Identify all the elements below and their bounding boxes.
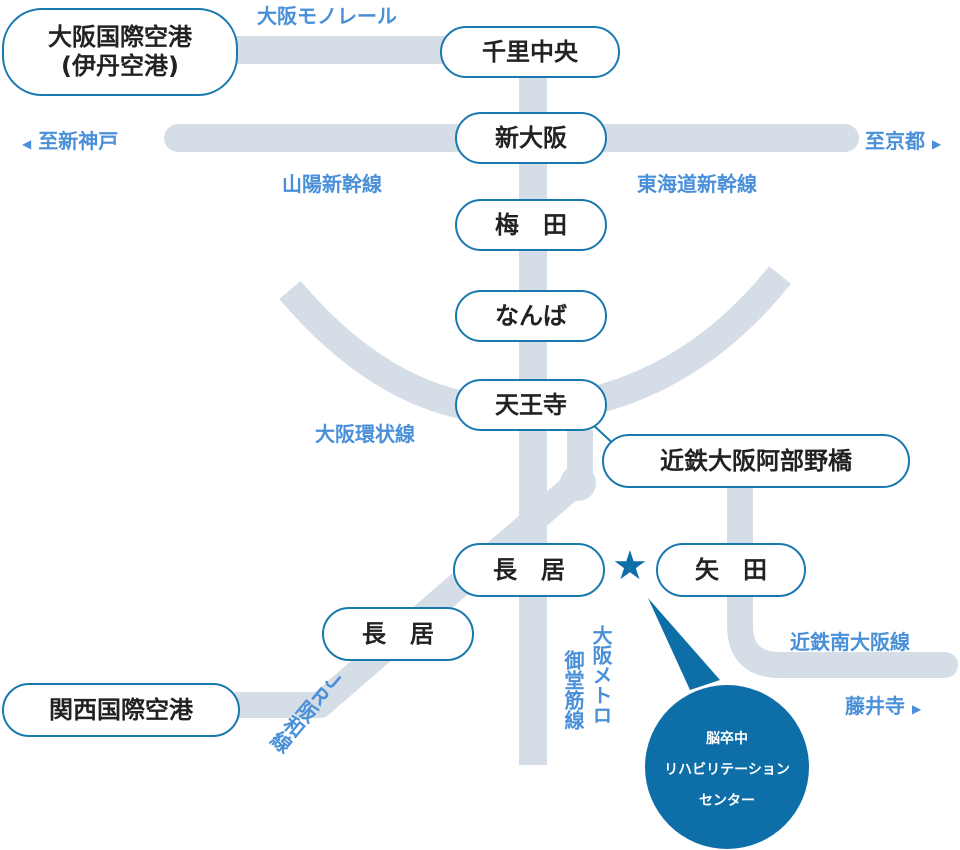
direction-shin-kobe: ◀ 至新神戸	[22, 125, 118, 154]
line-label-loop-line: 大阪環状線	[315, 422, 415, 446]
line-label-midosuji: 御堂筋線	[561, 650, 585, 730]
station-yata[interactable]: 矢 田	[656, 543, 806, 597]
right-arrow-icon: ▶	[931, 137, 942, 151]
direction-fujiidera: 藤井寺 ▶	[845, 690, 921, 719]
station-nagai-metro[interactable]: 長 居	[453, 543, 605, 597]
destination-line2: リハビリテーション	[664, 762, 790, 778]
line-label-tokaido-shinkansen: 東海道新幹線	[637, 172, 757, 196]
direction-shin-kobe-label: 至新神戸	[38, 129, 119, 153]
callout-pointer	[648, 598, 720, 690]
kintetsu-track	[727, 457, 958, 678]
destination-line1: 脳卒中	[706, 731, 748, 747]
jr-hanwa-track	[235, 430, 593, 718]
station-abenobashi[interactable]: 近鉄大阪阿部野橋	[602, 434, 910, 488]
junction-node	[560, 465, 596, 501]
left-arrow-icon: ◀	[22, 137, 32, 151]
line-label-kintetsu-minami-osaka: 近鉄南大阪線	[790, 630, 910, 654]
station-kansai-airport[interactable]: 関西国際空港	[2, 683, 240, 737]
line-label-sanyo-shinkansen: 山陽新幹線	[282, 172, 382, 196]
destination-circle	[645, 685, 809, 849]
star-icon: ★	[612, 543, 648, 589]
destination-name[interactable]: 脳卒中 リハビリテーション センター	[627, 724, 827, 817]
station-tennoji[interactable]: 天王寺	[455, 379, 607, 431]
station-umeda[interactable]: 梅 田	[455, 199, 607, 251]
station-namba[interactable]: なんば	[455, 290, 607, 342]
station-nagai-jr[interactable]: 長 居	[322, 607, 474, 661]
direction-fujiidera-label: 藤井寺	[845, 694, 905, 718]
station-itami-airport[interactable]: 大阪国際空港 (伊丹空港)	[2, 8, 238, 96]
destination-line3: センター	[699, 793, 755, 809]
line-label-monorail: 大阪モノレール	[257, 4, 397, 28]
direction-kyoto-label: 至京都	[865, 129, 925, 153]
line-label-osaka-metro: 大阪メトロ	[589, 625, 613, 725]
right-arrow-icon: ▶	[911, 702, 922, 716]
station-shin-osaka[interactable]: 新大阪	[455, 112, 607, 164]
direction-kyoto: 至京都 ▶	[865, 125, 941, 154]
station-senri-chuo[interactable]: 千里中央	[440, 26, 620, 78]
